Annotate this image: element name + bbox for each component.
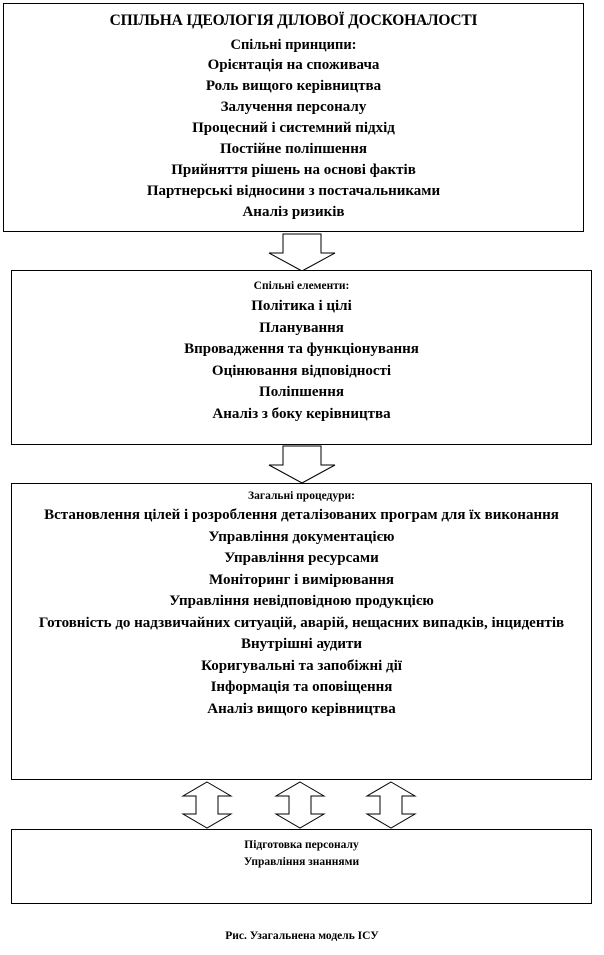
elements-heading: Спільні елементи: xyxy=(253,280,350,292)
down-arrow-2 xyxy=(268,445,336,484)
procedure-item: Моніторинг і вимірювання xyxy=(209,571,394,588)
double-arrow-left xyxy=(181,781,233,829)
knowledge-label: Управління знаннями xyxy=(243,856,360,868)
procedure-item: Управління документацією xyxy=(208,528,395,545)
procedure-item: Інформація та оповіщення xyxy=(210,679,393,696)
elements-box: Спільні елементи: Політика і цілі Планув… xyxy=(11,270,592,445)
element-item: Поліпшення xyxy=(259,384,344,401)
down-arrow-1 xyxy=(268,233,336,272)
principle-item: Аналіз ризиків xyxy=(242,204,345,221)
element-item: Оцінювання відповідності xyxy=(211,362,392,379)
procedures-heading: Загальні процедури: xyxy=(248,490,355,502)
training-label: Підготовка персоналу xyxy=(244,839,359,851)
procedures-box: Загальні процедури: Встановлення цілей і… xyxy=(11,483,592,780)
element-item: Аналіз з боку керівництва xyxy=(212,405,391,422)
procedure-item: Управління ресурсами xyxy=(224,550,379,567)
procedure-item: Управління невідповідною продукцією xyxy=(169,593,434,610)
element-item: Політика і цілі xyxy=(251,298,352,315)
principle-item: Постійне поліпшення xyxy=(220,141,367,158)
procedure-item: Аналіз вищого керівництва xyxy=(207,700,396,717)
double-arrow-middle xyxy=(274,781,326,829)
principle-item: Залучення персоналу xyxy=(220,99,367,116)
principles-heading: Спільні принципи: xyxy=(230,36,357,53)
principle-item: Процесний і системний підхід xyxy=(192,120,395,137)
procedure-item: Коригувальні та запобіжні дії xyxy=(201,657,402,674)
figure-caption: Рис. Узагальнена модель ІСУ xyxy=(225,930,379,942)
ideology-title: СПІЛЬНА ІДЕОЛОГІЯ ДІЛОВОЇ ДОСКОНАЛОСТІ xyxy=(109,12,478,29)
element-item: Планування xyxy=(259,319,344,336)
principle-item: Прийняття рішень на основі фактів xyxy=(171,162,416,179)
procedure-item: Встановлення цілей і розроблення деталіз… xyxy=(44,507,559,524)
element-item: Впровадження та функціонування xyxy=(184,341,419,358)
procedure-item: Готовність до надзвичайних ситуацій, ава… xyxy=(38,614,565,631)
ideology-box: СПІЛЬНА ІДЕОЛОГІЯ ДІЛОВОЇ ДОСКОНАЛОСТІ С… xyxy=(3,3,584,232)
principle-item: Орієнтація на споживача xyxy=(207,57,380,74)
knowledge-box: Підготовка персоналу Управління знаннями xyxy=(11,829,592,904)
principle-item: Роль вищого керівництва xyxy=(205,78,382,95)
procedure-item: Внутрішні аудити xyxy=(241,636,362,653)
principle-item: Партнерські відносини з постачальниками xyxy=(146,183,441,200)
double-arrow-right xyxy=(365,781,417,829)
